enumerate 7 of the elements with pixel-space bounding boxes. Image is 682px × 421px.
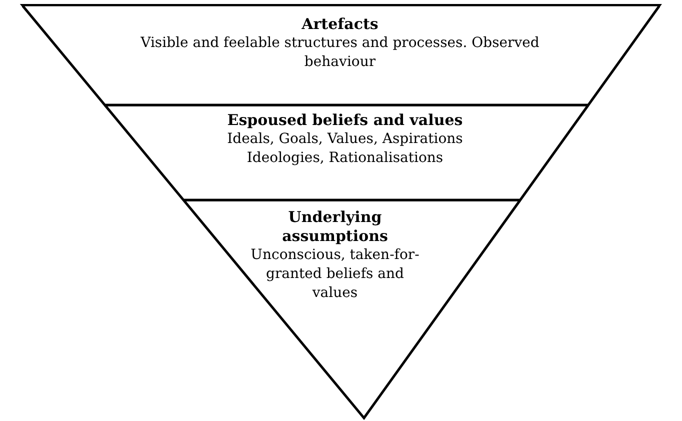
layer-description: Ideals, Goals, Values, Aspirations xyxy=(226,130,464,149)
layer-heading: Espoused beliefs and values xyxy=(226,111,464,130)
layer-heading: Underlying assumptions xyxy=(281,208,389,246)
layer-description: Visible and feelable structures and processes. Observed behaviour xyxy=(140,34,540,72)
layer-description: Ideologies, Rationalisations xyxy=(246,149,444,168)
layer-description: Unconscious, taken-for-granted beliefs and values xyxy=(250,246,420,303)
layer-heading: Artefacts xyxy=(300,15,380,34)
